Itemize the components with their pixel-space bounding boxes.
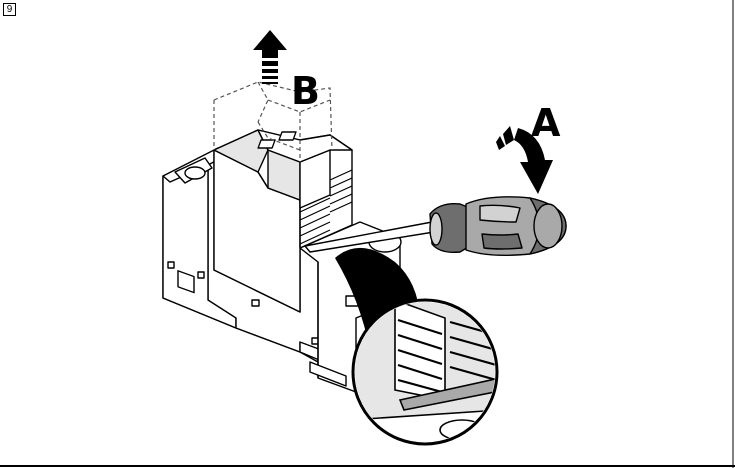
lifted-module-outline (213, 81, 333, 162)
callout-label-a: A (531, 101, 561, 145)
base-housing (162, 147, 349, 373)
arrow-a-down-icon (496, 126, 553, 194)
zoom-callout (335, 247, 499, 446)
step-number-badge: 9 (3, 3, 16, 16)
plug-in-module (213, 129, 353, 313)
callout-label-b: B (291, 69, 320, 113)
arrow-b-up-icon (253, 30, 287, 84)
screwdriver-icon (304, 196, 567, 257)
